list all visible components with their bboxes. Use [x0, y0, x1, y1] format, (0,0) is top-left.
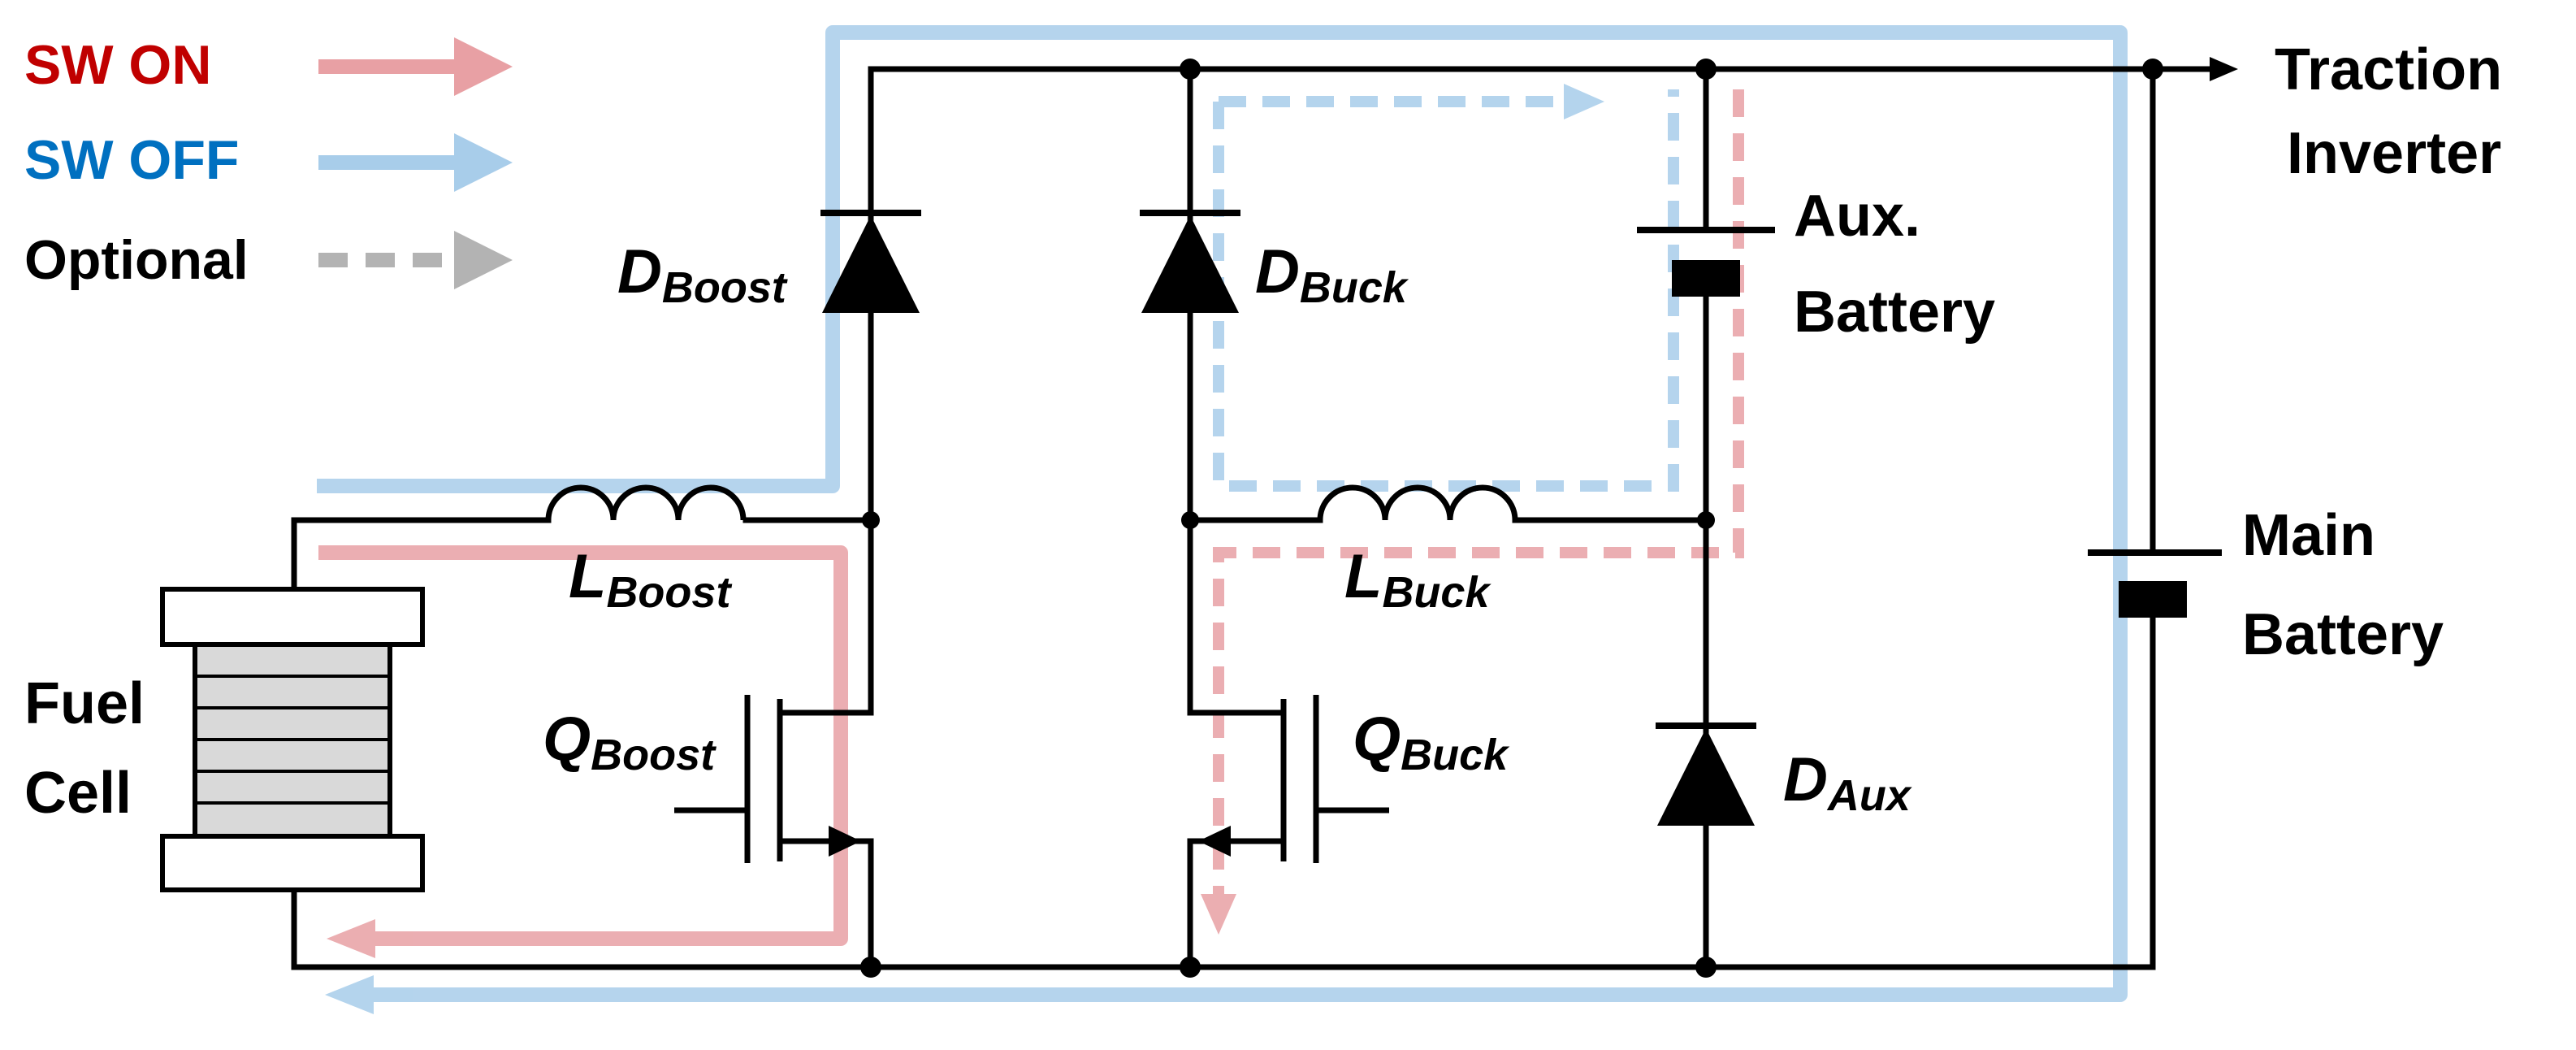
aux-diode-symbol: [1656, 722, 1756, 826]
boost-diode-symbol: [820, 210, 921, 313]
buck-mosfet-symbol: [1198, 695, 1389, 863]
traction-inverter-label-line1: Traction: [2275, 37, 2502, 102]
aux-battery-label-line1: Aux.: [1794, 184, 1920, 249]
legend-sw-on-label: SW ON: [24, 34, 211, 96]
aux-battery-symbol: [1637, 227, 1775, 297]
legend-optional-label: Optional: [24, 229, 249, 291]
boost-inductor-symbol: [545, 484, 747, 521]
main-battery-label-line1: Main: [2242, 503, 2375, 568]
d-aux-label: DAux: [1783, 745, 1912, 820]
q-buck-label: QBuck: [1353, 705, 1510, 779]
d-buck-label: DBuck: [1255, 237, 1409, 312]
boost-mosfet-symbol: [674, 695, 861, 863]
fuel-cell-label-line1: Fuel: [24, 671, 145, 736]
d-boost-label: DBoost: [617, 237, 788, 312]
traction-inverter-label-line2: Inverter: [2287, 121, 2501, 186]
l-boost-label: LBoost: [569, 542, 732, 617]
buck-diode-symbol: [1140, 210, 1240, 313]
wires: [291, 57, 2238, 970]
fuel-cell-symbol: [160, 587, 425, 892]
sw-on-path: [318, 545, 848, 958]
l-buck-label: LBuck: [1344, 542, 1491, 617]
junction-dots: [860, 59, 2163, 978]
main-battery-symbol: [2088, 549, 2222, 618]
buck-inductor-symbol: [1317, 484, 1518, 521]
sw-off-path: [317, 25, 2128, 1014]
optional-sw-on-path: [1201, 89, 1744, 935]
q-boost-label: QBoost: [543, 705, 717, 779]
aux-battery-label-line2: Battery: [1794, 280, 1995, 345]
main-battery-label-line2: Battery: [2242, 602, 2444, 667]
legend: SW ON SW OFF Optional: [24, 34, 513, 291]
legend-sw-off-label: SW OFF: [24, 129, 239, 191]
fuel-cell-label-line2: Cell: [24, 761, 132, 826]
